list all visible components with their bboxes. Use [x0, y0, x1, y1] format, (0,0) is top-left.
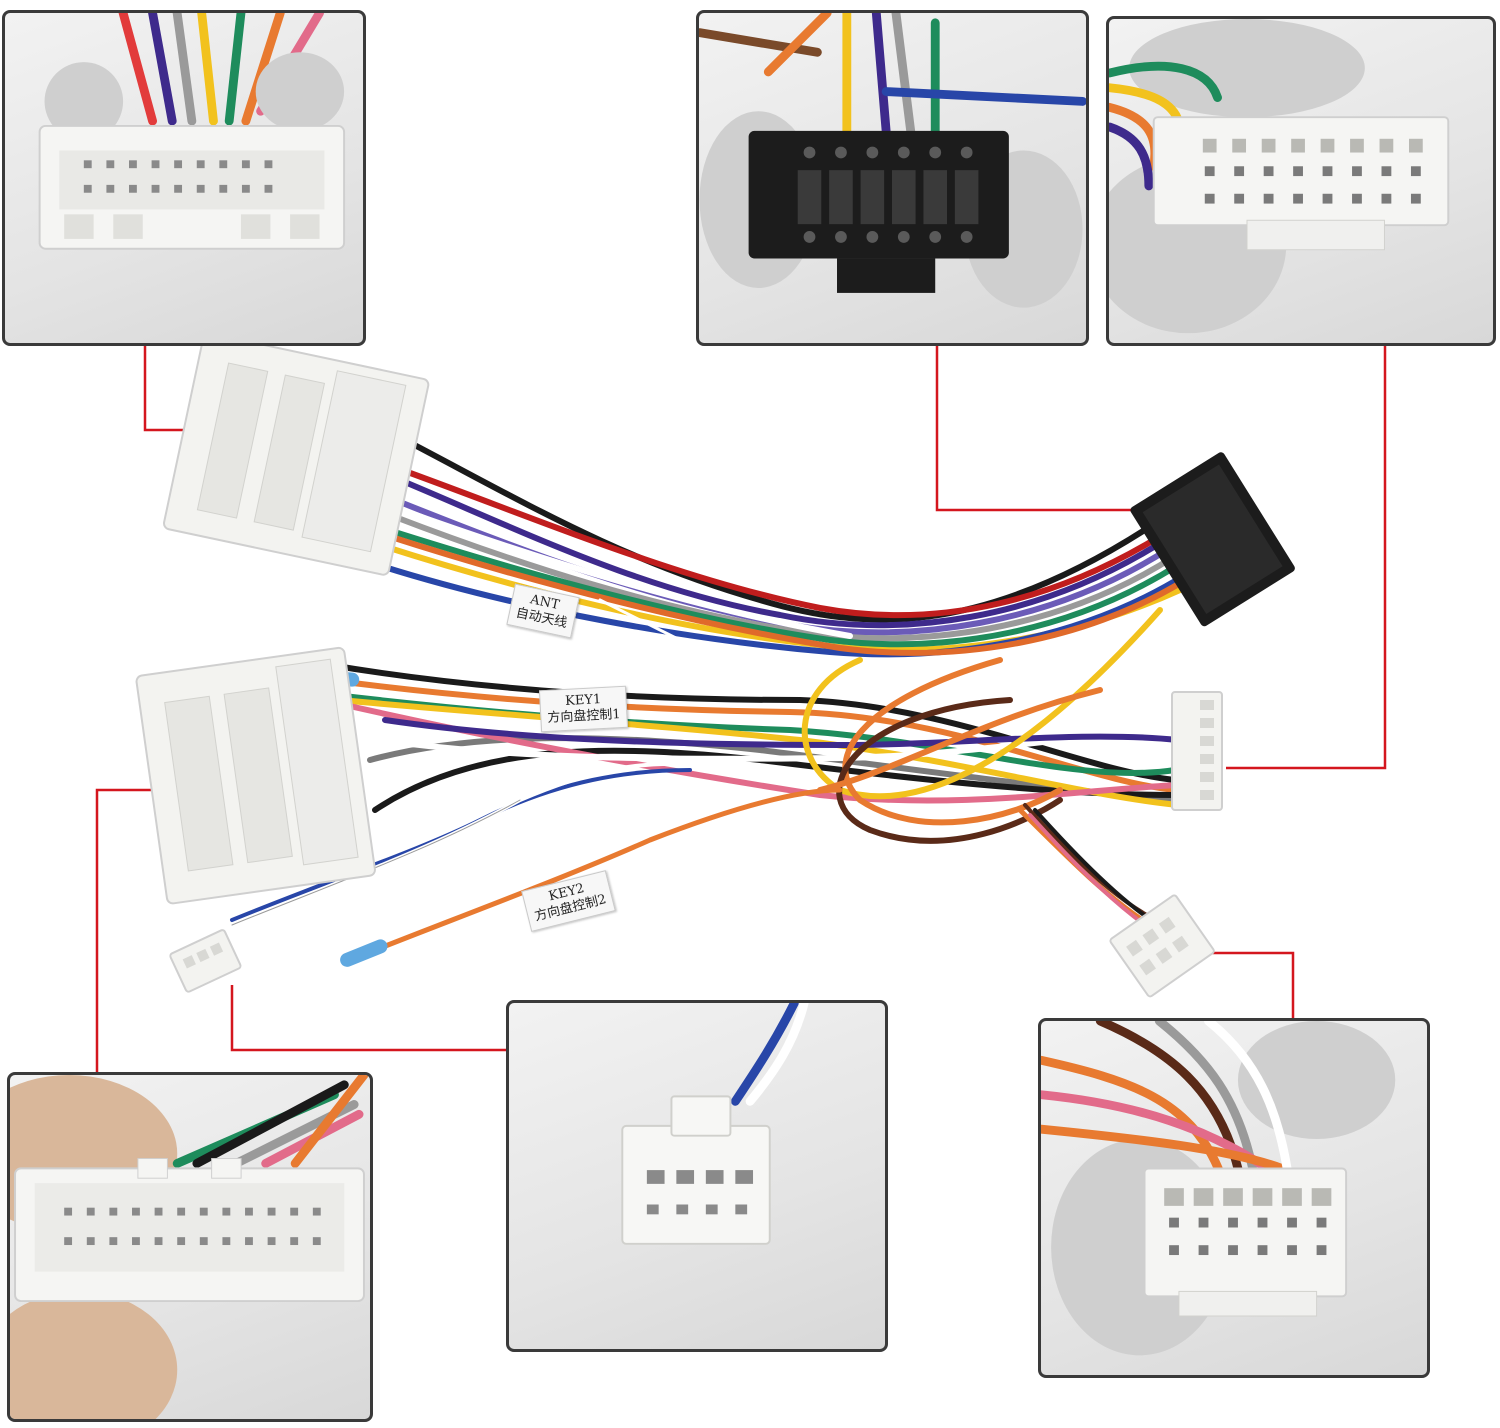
blue-cap-key2: [340, 939, 388, 967]
white-12pin-plug: [1109, 894, 1215, 998]
detail-panel-top-right: [1106, 16, 1496, 346]
wire-bundle-upper: [375, 437, 1188, 658]
white-4pin-plug: [169, 929, 242, 993]
white-20pin-closeup: [38, 13, 346, 250]
black-16pin-closeup: [699, 13, 1086, 308]
white-24pin-plug: [135, 646, 376, 905]
key1-wire-tag: KEY1 方向盘控制1: [538, 685, 629, 733]
callout-line-bottom-left: [95, 788, 172, 1072]
detail-panel-bottom-left: [7, 1072, 373, 1422]
wire-loops: [801, 607, 1163, 844]
detail-panel-bottom-right: [1038, 1018, 1430, 1378]
detail-panel-top-left: [2, 10, 366, 346]
white-12pin-closeup: [1041, 1021, 1396, 1356]
callout-line-bottom-middle: [230, 985, 507, 1052]
callout-line-top-right: [1226, 346, 1387, 770]
white-20pin-plug: [162, 332, 430, 576]
wire-bundle-lower: [327, 662, 1181, 813]
key1-tag-line2: 方向盘控制1: [547, 707, 622, 726]
detail-panel-bottom-middle: [506, 1000, 888, 1352]
detail-panel-top-middle: [696, 10, 1089, 346]
white-16pin-plug: [1171, 691, 1223, 811]
white-16pin-closeup: [1109, 19, 1450, 334]
black-iso-plug: [1130, 452, 1295, 627]
white-4pin-closeup: [621, 1003, 809, 1245]
callout-line-bottom-right: [1205, 951, 1295, 1018]
white-24pin-closeup: [10, 1075, 369, 1419]
callout-lines: [95, 326, 1387, 1072]
callout-line-top-middle: [935, 346, 1158, 512]
